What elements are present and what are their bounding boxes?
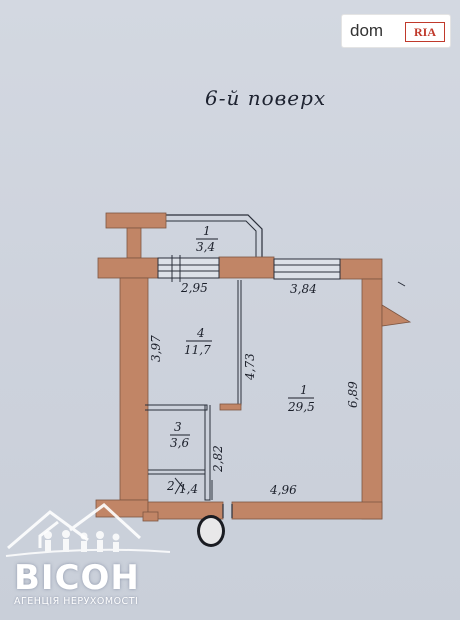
- door-marks: [174, 477, 213, 500]
- room-2-area: 1,4: [179, 482, 198, 496]
- room-3-number: 3: [174, 420, 182, 434]
- balcony: [165, 214, 263, 262]
- dim-right-wall: 6,89: [346, 381, 360, 408]
- agency-logo-people: [5, 530, 171, 557]
- room-3-area: 3,6: [170, 436, 189, 450]
- wall-notch: [381, 304, 412, 327]
- window-right: [273, 258, 341, 280]
- agency-watermark: ВІСОН АГЕНЦІЯ НЕРУХОМОСТІ: [0, 505, 200, 620]
- dom-ria-logo-dom: dom: [350, 21, 384, 40]
- dim-bathroom: 2,82: [211, 445, 225, 473]
- notch-mark: [397, 281, 406, 287]
- dim-top-right: 3,84: [290, 282, 317, 296]
- dim-partition: 4,73: [243, 353, 257, 381]
- agency-tagline: АГЕНЦІЯ НЕРУХОМОСТІ: [14, 596, 139, 607]
- dim-top-left: 2,95: [180, 281, 208, 295]
- room-4-number: 4: [196, 326, 205, 340]
- room-1-area: 29,5: [287, 400, 315, 414]
- room-4-area: 11,7: [184, 343, 211, 357]
- dim-bottom: 4,96: [269, 483, 297, 497]
- walls: [95, 212, 383, 522]
- dom-ria-logo[interactable]: dom RIA: [341, 14, 451, 48]
- window-left: [157, 255, 220, 282]
- agency-name: ВІСОН: [14, 558, 140, 598]
- floor-title: 6-й поверх: [205, 86, 327, 110]
- dom-ria-logo-ria: RIA: [405, 22, 445, 42]
- room-2-number: 2: [166, 479, 175, 493]
- agency-logo-graphic: [7, 503, 142, 550]
- room-1-number: 1: [300, 383, 308, 397]
- room-balcony-number: 1: [203, 224, 211, 238]
- partitions: [145, 280, 242, 518]
- dim-left-wall: 3,97: [149, 335, 163, 362]
- room-balcony-area: 3,4: [196, 240, 215, 254]
